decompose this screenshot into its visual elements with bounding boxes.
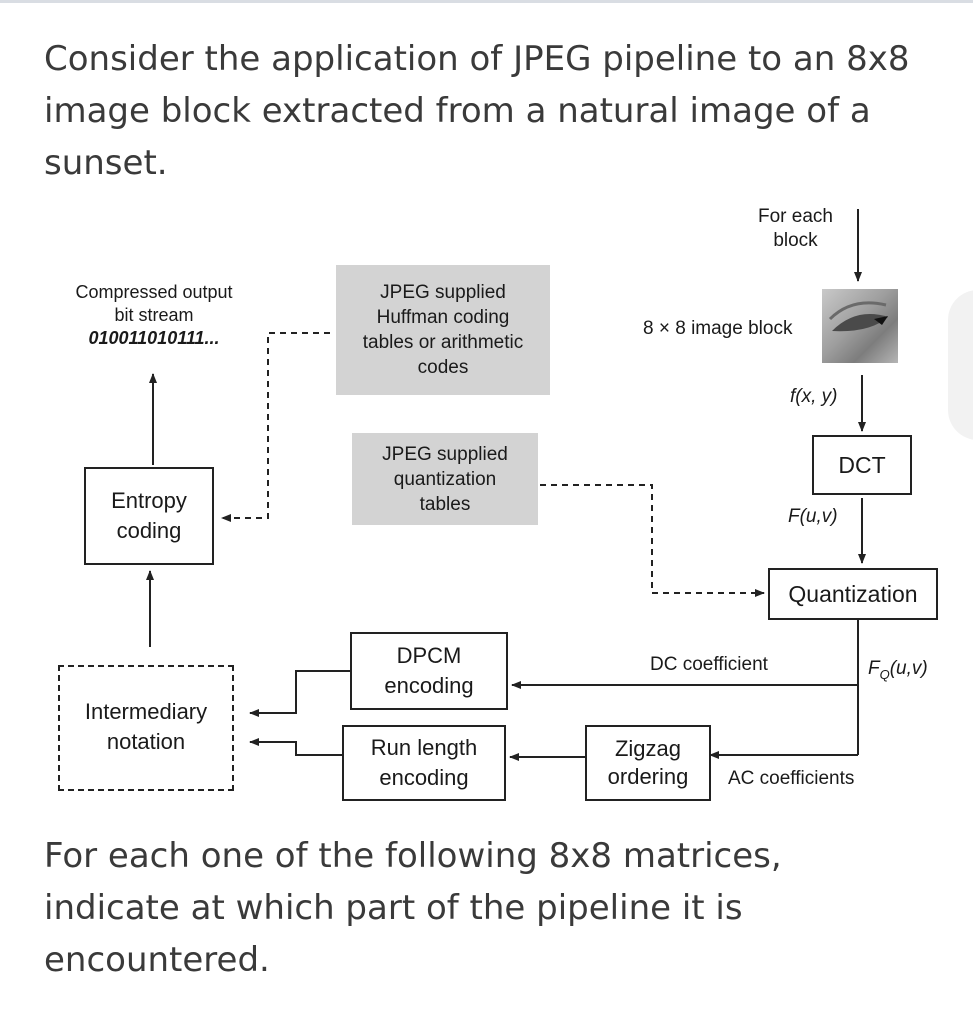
dc-coefficient-label: DC coefficient [650, 654, 768, 675]
image-block-thumbnail [822, 289, 898, 363]
run-length-box: Run length encoding [342, 725, 506, 801]
quant-tables-line: JPEG supplied [382, 443, 508, 465]
zigzag-box: Zigzag ordering [585, 725, 711, 801]
run-length-line: Run length [370, 735, 478, 760]
zigzag-line: Zigzag [614, 736, 682, 761]
question-followup-line: encountered. [44, 940, 270, 980]
dct-box: DCT [812, 435, 912, 495]
question-intro: Consider the application of JPEG pipelin… [44, 33, 944, 189]
question-followup: For each one of the following 8x8 matric… [44, 830, 904, 986]
entropy-coding-box: Entropy coding [84, 467, 214, 565]
huffman-tables-box: JPEG supplied Huffman coding tables or a… [336, 265, 550, 395]
zigzag-line: ordering [607, 764, 689, 789]
intermediary-notation-box: Intermediary notation [58, 665, 234, 791]
huffman-line: Huffman coding [376, 307, 510, 328]
diagram-connectors [146, 209, 866, 761]
for-each-block-line: For each [758, 206, 833, 227]
entropy-line: coding [116, 518, 182, 543]
question-followup-line: indicate at which part of the pipeline i… [44, 888, 743, 928]
fq-symbol: F [868, 658, 880, 679]
huffman-line: JPEG supplied [380, 282, 506, 303]
intermediary-line: notation [106, 729, 186, 754]
question-intro-line: Consider the application of JPEG pipelin… [44, 39, 910, 79]
question-intro-line: image block extracted from a natural ima… [44, 91, 871, 131]
fq-args: (u,v) [889, 658, 928, 679]
question-followup-line: For each one of the following 8x8 matric… [44, 836, 782, 876]
fq-label: FQ(u,v) [868, 657, 928, 687]
dpcm-line: encoding [384, 673, 474, 698]
compressed-output-label: Compressed output bit stream 01001101011… [58, 281, 250, 350]
for-each-block-label: For each block [758, 205, 833, 253]
fuv-label: F(u,v) [788, 506, 838, 527]
quantization-tables-box: JPEG supplied quantization tables [352, 433, 538, 525]
dpcm-box: DPCM encoding [350, 632, 508, 710]
compressed-line: bit stream [114, 305, 194, 325]
fxy-label: f(x, y) [790, 386, 838, 407]
compressed-line: Compressed output [75, 282, 233, 302]
intermediary-line: Intermediary [84, 699, 208, 724]
for-each-block-line: block [773, 230, 818, 251]
ac-coefficients-label: AC coefficients [728, 768, 855, 789]
dashed-huffman-to-entropy [221, 332, 330, 522]
jpeg-pipeline-diagram: For each block 8 × 8 image block f(x, y)… [0, 195, 973, 815]
dashed-quanttables-to-quantization [540, 484, 765, 597]
run-length-line: encoding [379, 765, 469, 790]
quant-tables-line: quantization [393, 468, 497, 490]
dpcm-line: DPCM [396, 643, 462, 668]
entropy-line: Entropy [111, 488, 187, 513]
dct-label: DCT [838, 452, 886, 478]
quantization-label: Quantization [788, 581, 918, 607]
image-block-label: 8 × 8 image block [643, 318, 793, 339]
huffman-line: codes [417, 357, 469, 378]
eye-icon [828, 301, 888, 332]
fq-subscript: Q [879, 666, 890, 682]
arrow-dpcm-to-intermediary [249, 670, 350, 717]
arrow-runlength-to-intermediary [249, 738, 344, 756]
side-floating-handle[interactable] [948, 290, 973, 440]
quant-tables-line: tables [419, 493, 471, 515]
top-divider [0, 0, 973, 3]
quantization-box: Quantization [768, 568, 938, 620]
bitstream-value: 010011010111... [88, 328, 220, 348]
huffman-line: tables or arithmetic [362, 332, 524, 353]
question-intro-line: sunset. [44, 143, 168, 183]
